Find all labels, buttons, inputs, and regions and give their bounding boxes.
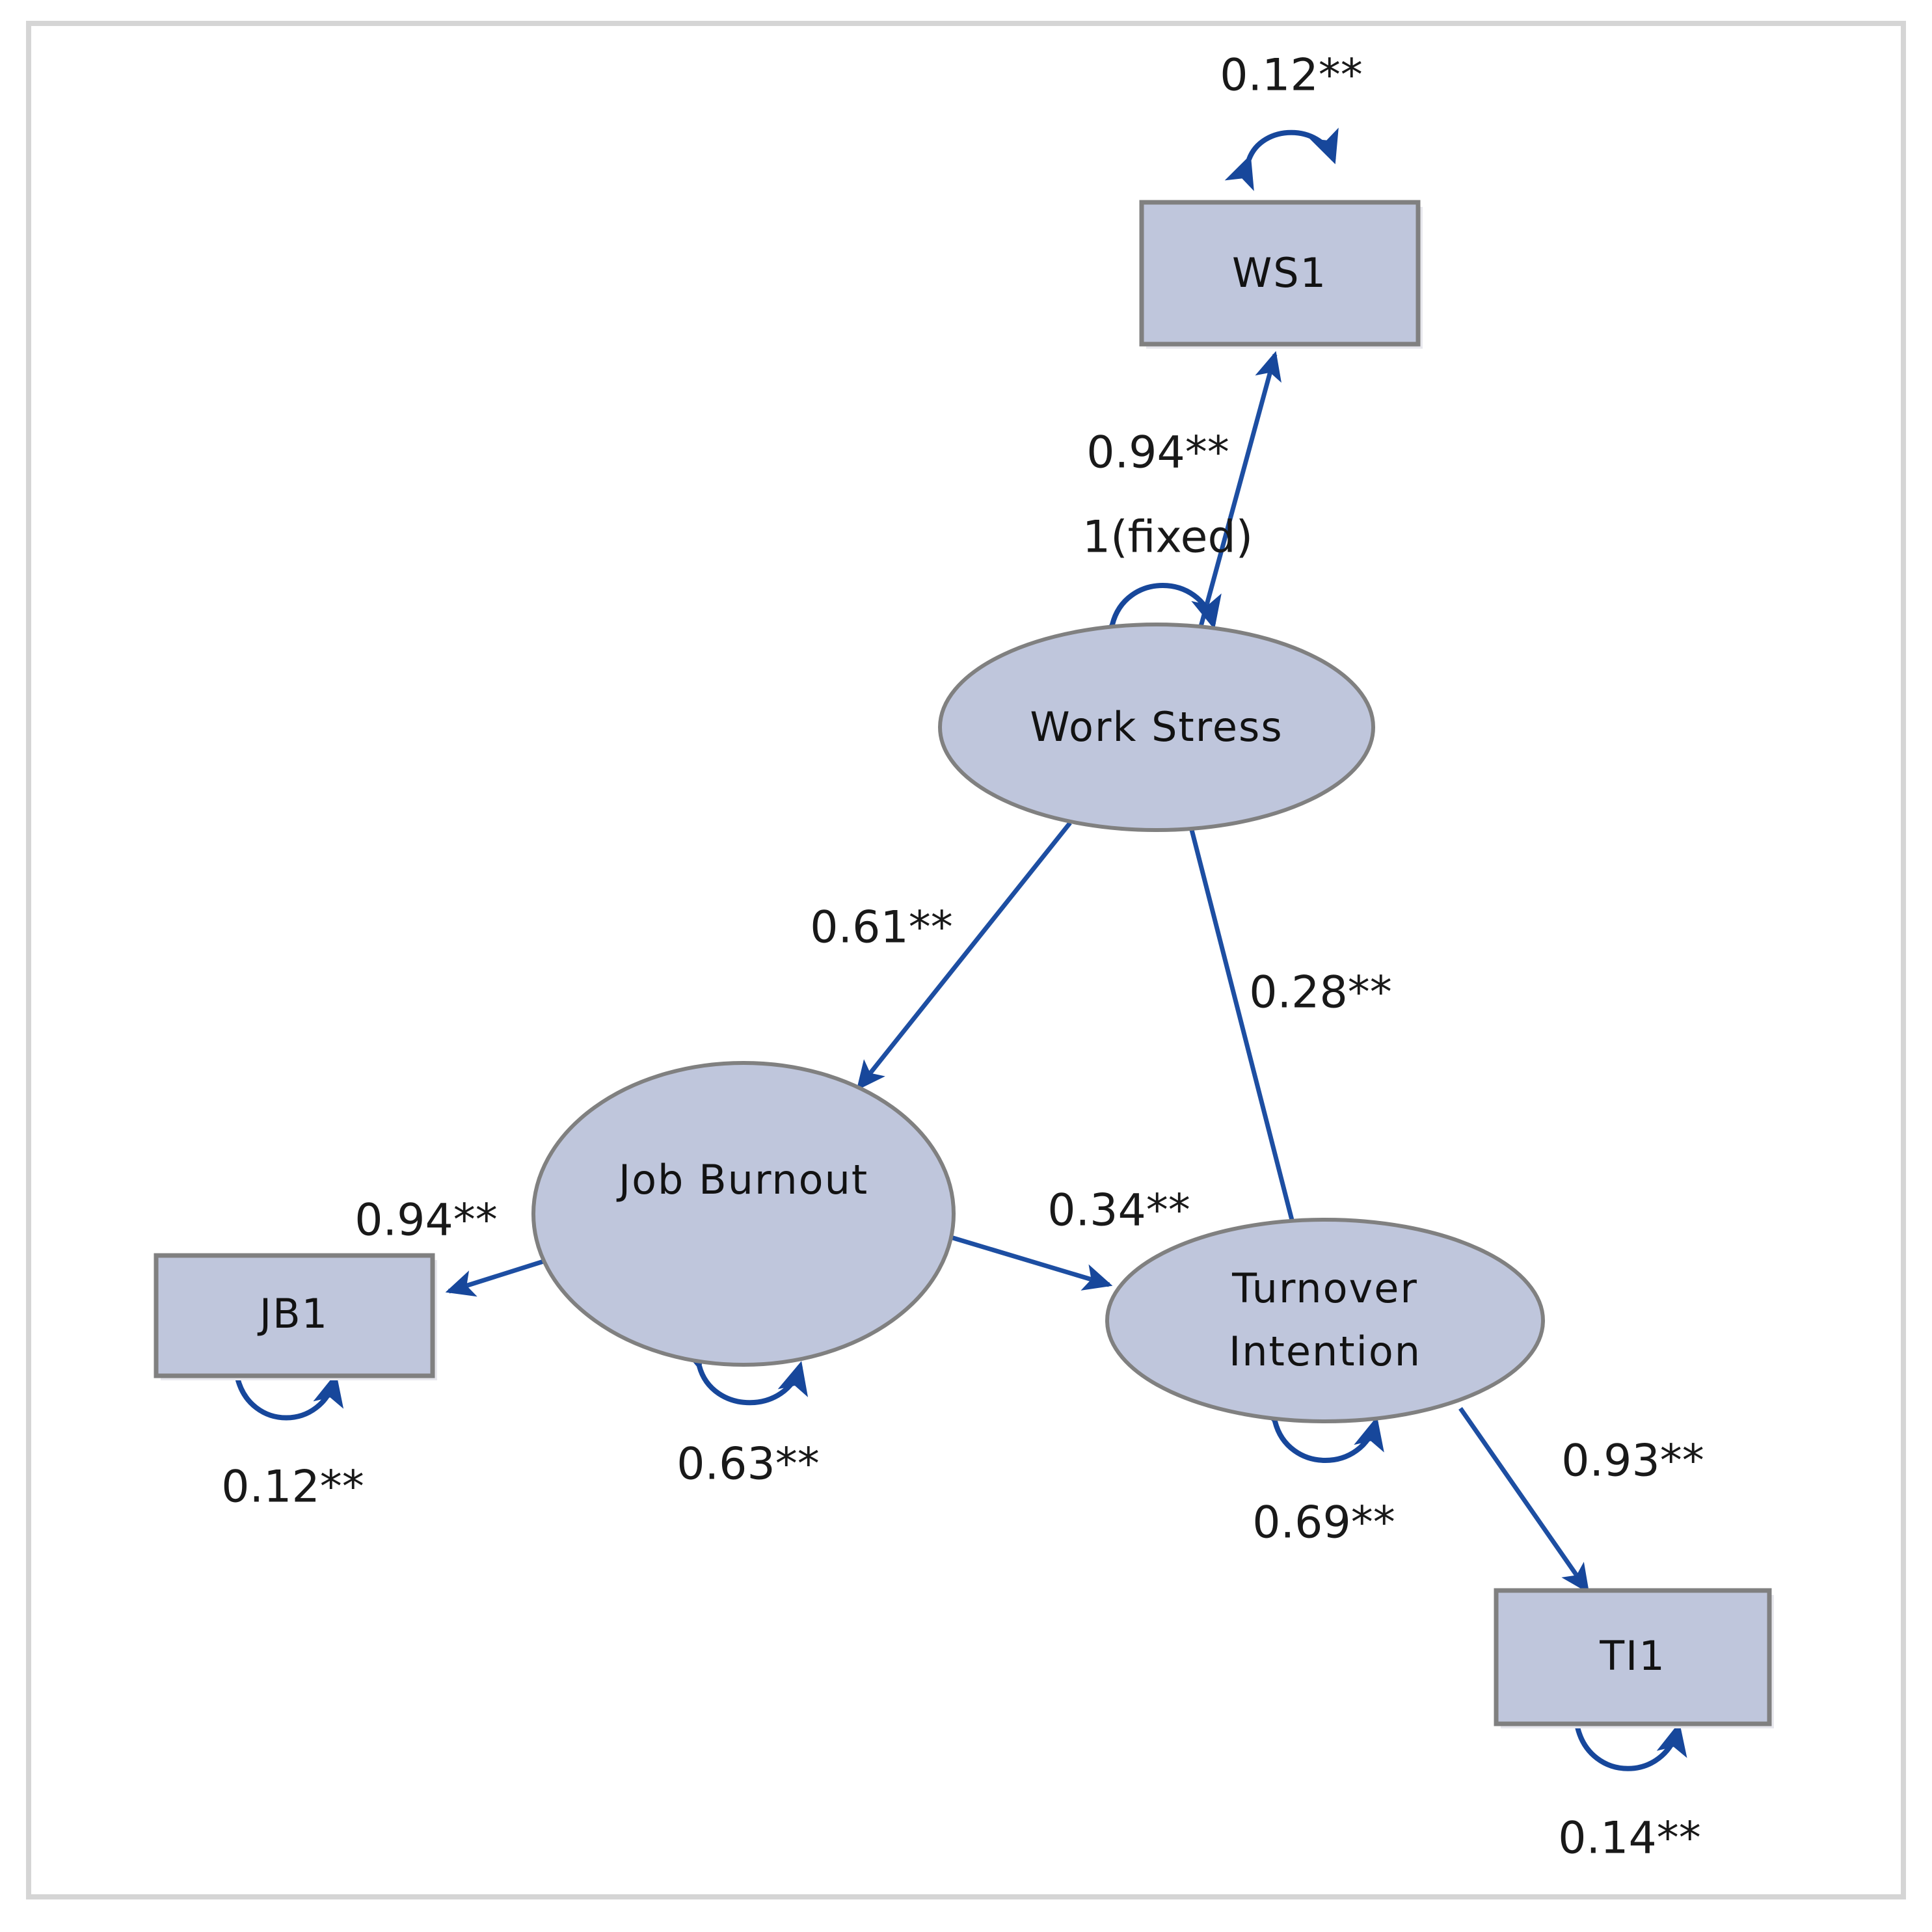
node-jb1-rect[interactable] [154, 1253, 435, 1378]
double-arrow-icon-ti1-variance [1555, 1696, 1687, 1771]
node-turnover-intention-label-line2: Intention [1229, 1328, 1421, 1375]
path-label-ws-to-jb: 0.61** [810, 902, 952, 954]
variance-label-turnoverintention: 0.69** [1252, 1497, 1395, 1549]
path-arrow-ws-to-jb [856, 821, 1072, 1091]
node-job-burnout[interactable]: Job Burnout [531, 1061, 956, 1367]
variance-label-jb1: 0.12** [221, 1462, 364, 1513]
path-workstress-to-jobburnout: 0.61** [810, 821, 1072, 1091]
node-ti1[interactable]: TI1 [1494, 1588, 1774, 1728]
node-work-stress-label: Work Stress [1030, 703, 1283, 751]
node-turnover-intention[interactable]: Turnover Intention [1105, 1218, 1545, 1423]
variance-loop-jb1: 0.12** [215, 1347, 364, 1513]
path-label-jb-to-ti: 0.34** [1047, 1185, 1190, 1237]
variance-label-jobburnout: 0.63** [677, 1439, 819, 1490]
node-turnover-intention-label-line1: Turnover [1231, 1265, 1418, 1312]
double-arrow-icon-ws1-variance [1224, 127, 1339, 191]
variance-loop-ti1: 0.14** [1555, 1696, 1701, 1864]
variance-label-ti1: 0.14** [1558, 1813, 1700, 1864]
double-arrow-icon-workstress-variance [1090, 583, 1222, 656]
variance-loop-ws1: 0.12** [1220, 50, 1363, 191]
path-turnoverintention-to-ti1: 0.93** [1458, 1406, 1704, 1594]
double-arrow-icon-turnoverintention-variance [1253, 1390, 1384, 1463]
path-workstress-to-turnoverintention: 0.28** [1188, 824, 1392, 1259]
variance-loop-turnoverintention: 0.69** [1252, 1390, 1395, 1549]
node-job-burnout-label: Job Burnout [616, 1156, 868, 1203]
node-work-stress-ellipse[interactable] [938, 623, 1375, 832]
diagram-frame [26, 21, 1906, 1899]
node-ws1[interactable]: WS1 [1139, 200, 1423, 349]
variance-loop-jobburnout: 0.63** [677, 1335, 820, 1490]
node-jb1-label: JB1 [257, 1290, 329, 1337]
double-arrow-icon-jobburnout-variance [677, 1335, 808, 1406]
path-label-ti-to-ti1: 0.93** [1561, 1436, 1704, 1487]
path-label-ws-to-ws1: 0.94** [1086, 427, 1229, 479]
node-job-burnout-ellipse[interactable] [531, 1061, 956, 1367]
node-work-stress[interactable]: Work Stress [938, 623, 1375, 832]
variance-label-workstress: 1(fixed) [1082, 512, 1253, 563]
path-arrow-ws-to-ws1 [1194, 351, 1281, 641]
variance-loop-workstress: 1(fixed) [1082, 512, 1253, 656]
node-ti1-label: TI1 [1599, 1632, 1666, 1680]
path-label-ws-to-ti: 0.28** [1249, 967, 1391, 1019]
node-turnover-intention-ellipse[interactable] [1105, 1218, 1545, 1423]
node-ws1-label: WS1 [1232, 249, 1327, 297]
node-jb1[interactable]: JB1 [154, 1253, 437, 1380]
path-workstress-to-ws1: 0.94** [1086, 351, 1281, 641]
node-ws1-rect[interactable] [1139, 200, 1421, 347]
path-arrow-ws-to-ti [1188, 824, 1308, 1259]
path-arrow-ti-to-ti1 [1458, 1406, 1590, 1594]
path-label-jb-to-jb1: 0.94** [355, 1195, 497, 1246]
variance-label-ws1: 0.12** [1220, 50, 1362, 101]
double-arrow-icon-jb1-variance [215, 1347, 344, 1421]
node-ti1-rect[interactable] [1494, 1588, 1772, 1726]
